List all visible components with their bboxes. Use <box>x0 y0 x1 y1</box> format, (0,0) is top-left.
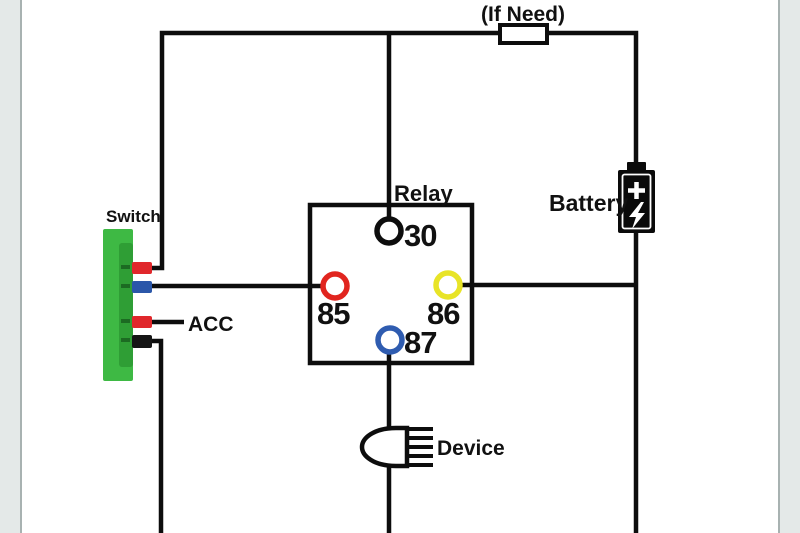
switch-terminal-blue <box>132 281 152 293</box>
switch-terminal-panel <box>119 243 133 367</box>
relay-pin-30 <box>374 216 404 246</box>
pin-86-label: 86 <box>427 296 460 331</box>
fuse-note-label: (If Need) <box>481 3 565 26</box>
battery-body <box>618 170 655 233</box>
switch-symbol <box>103 229 152 381</box>
relay-pin-85 <box>320 271 350 301</box>
wire-switch-ground-down <box>150 338 164 533</box>
device-lamp-body <box>359 425 410 469</box>
fuse-symbol <box>498 23 549 45</box>
left-page-margin <box>0 0 20 533</box>
battery-bolt-icon <box>629 202 645 229</box>
pin-85-label: 85 <box>317 296 350 331</box>
wire-switch-to-battery-top-rail <box>150 30 639 271</box>
device-symbol <box>359 425 433 469</box>
acc-label: ACC <box>188 313 234 336</box>
battery-cap <box>627 162 646 172</box>
battery-label: Battery <box>549 190 628 216</box>
switch-terminal-red-top <box>132 262 152 274</box>
relay-pin-87 <box>375 325 405 355</box>
pin-87-label: 87 <box>404 325 436 360</box>
pin-30-label: 30 <box>404 218 436 253</box>
device-rays <box>407 427 433 467</box>
battery-plus-icon <box>628 182 645 199</box>
switch-terminal-red-acc <box>132 316 152 328</box>
switch-terminal-black <box>132 335 152 348</box>
battery-inner-outline <box>621 173 652 230</box>
relay-pin-86 <box>433 270 463 300</box>
right-page-margin <box>780 0 800 533</box>
device-label: Device <box>437 437 505 460</box>
switch-notches <box>121 265 130 342</box>
relay-label: Relay <box>394 181 453 206</box>
switch-label: Switch <box>106 207 161 226</box>
battery-symbol <box>618 162 655 233</box>
